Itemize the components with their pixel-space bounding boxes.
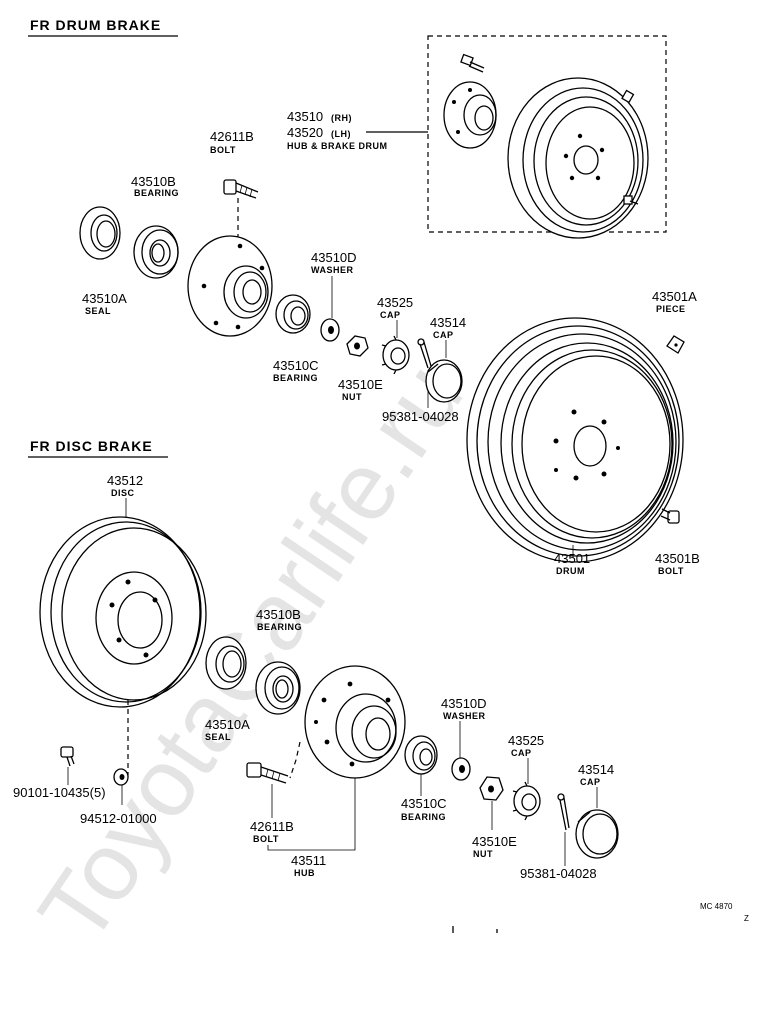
small-washer-icon	[113, 768, 129, 786]
label-43525-disc-number: 43525	[508, 733, 544, 748]
outer-bearing-icon	[133, 225, 179, 279]
disc-cotter-pin-icon	[557, 793, 570, 831]
assembly-piece-icon	[621, 89, 635, 104]
disc-inner-bearing-icon	[404, 735, 438, 775]
hub-bolt-guide-line	[289, 741, 301, 779]
label-43510c-disc-name: BEARING	[401, 812, 446, 822]
hub-and-brake-drum-assembly	[366, 35, 667, 239]
label-43510b-name: BEARING	[134, 188, 179, 198]
drum-bolt-icon	[660, 508, 680, 524]
label-94512-number: 94512-01000	[80, 811, 157, 826]
label-43525-name: CAP	[380, 310, 401, 320]
section-title-drum-brake: FR DRUM BRAKE	[30, 17, 161, 33]
label-42611b-disc-name: BOLT	[253, 834, 279, 844]
label-43514-disc-name: CAP	[580, 777, 601, 787]
label-43510e-name: NUT	[342, 392, 362, 402]
label-hub-brake-drum-name: HUB & BRAKE DRUM	[287, 141, 388, 151]
label-43514-number: 43514	[430, 315, 466, 330]
label-43501a-name: PIECE	[656, 304, 686, 314]
label-43525-disc-name: CAP	[511, 748, 532, 758]
inner-bearing-icon	[275, 294, 311, 334]
set-screw-icon	[60, 746, 75, 767]
label-43510e-number: 43510E	[338, 377, 383, 392]
label-43510c-number: 43510C	[273, 358, 319, 373]
label-95381-disc-number: 95381-04028	[520, 866, 597, 881]
label-43525-number: 43525	[377, 295, 413, 310]
label-43510e-disc-name: NUT	[473, 849, 493, 859]
assembly-dashed-box	[427, 35, 667, 233]
piece-icon	[666, 335, 685, 354]
label-43501a-number: 43501A	[652, 289, 697, 304]
label-43510a-number: 43510A	[82, 291, 127, 306]
label-43512-name: DISC	[111, 488, 135, 498]
diagram-code: MC 4870	[700, 902, 733, 911]
label-43501b-number: 43501B	[655, 551, 700, 566]
label-43510e-disc-number: 43510E	[472, 834, 517, 849]
label-43510-side: (RH)	[331, 113, 352, 123]
grease-cap-icon	[425, 359, 463, 403]
cotter-pin-icon	[417, 338, 432, 369]
label-95381-top-number: 95381-04028	[382, 409, 459, 424]
assembly-drum-bolt-icon	[623, 195, 639, 205]
label-43510c-name: BEARING	[273, 373, 318, 383]
label-43510-number: 43510	[287, 109, 323, 124]
assembly-hub-icon	[443, 81, 497, 149]
diagram-code-mark: Z	[744, 914, 749, 923]
label-43501-name: DRUM	[556, 566, 585, 576]
disc-hub-bolt-icon	[246, 762, 289, 784]
label-43501-number: 43501	[554, 551, 590, 566]
label-43510c-disc-number: 43510C	[401, 796, 447, 811]
label-90101-number: 90101-10435(5)	[13, 785, 106, 800]
hex-nut-icon	[346, 335, 369, 357]
hub-bracket-line	[267, 778, 356, 851]
label-43510b-disc-name: BEARING	[257, 622, 302, 632]
disc-grease-cap-icon	[575, 809, 619, 859]
label-43510a-disc-name: SEAL	[205, 732, 231, 742]
disc-washer-icon	[451, 757, 471, 781]
label-43510b-disc-number: 43510B	[256, 607, 301, 622]
section-title-disc-brake: FR DISC BRAKE	[30, 438, 153, 454]
disc-castle-cap-icon	[512, 781, 541, 821]
disc-outer-bearing-icon	[255, 661, 301, 715]
label-43511-number: 43511	[291, 853, 326, 868]
label-42611b-name: BOLT	[210, 145, 236, 155]
label-42611b-disc-number: 42611B	[250, 819, 294, 834]
assembly-bolt-icon	[460, 53, 485, 73]
brake-drum-icon	[466, 317, 684, 563]
disc-hub-icon	[304, 665, 406, 779]
label-43512-number: 43512	[107, 473, 143, 488]
label-43510d-disc-number: 43510D	[441, 696, 487, 711]
label-43514-name: CAP	[433, 330, 454, 340]
hub-bolt-icon	[223, 179, 259, 199]
label-43510a-name: SEAL	[85, 306, 111, 316]
label-43514-disc-number: 43514	[578, 762, 614, 777]
label-43510a-disc-number: 43510A	[205, 717, 250, 732]
label-43511-name: HUB	[294, 868, 315, 878]
label-43520-number: 43520	[287, 125, 323, 140]
assembly-drum-icon	[507, 77, 649, 239]
label-43520-side: (LH)	[331, 129, 351, 139]
drum-hub-icon	[187, 235, 273, 337]
label-43501b-name: BOLT	[658, 566, 684, 576]
brake-disc-icon	[39, 516, 207, 708]
oil-seal-icon	[79, 206, 121, 260]
disc-hex-nut-icon	[479, 776, 504, 801]
label-43510d-number: 43510D	[311, 250, 357, 265]
label-43510b-number: 43510B	[131, 174, 176, 189]
washer-icon	[320, 318, 340, 342]
disc-oil-seal-icon	[205, 636, 247, 690]
label-43510d-name: WASHER	[311, 265, 354, 275]
label-42611b-number: 42611B	[210, 129, 254, 144]
label-43510d-disc-name: WASHER	[443, 711, 486, 721]
castle-cap-icon	[381, 335, 410, 375]
